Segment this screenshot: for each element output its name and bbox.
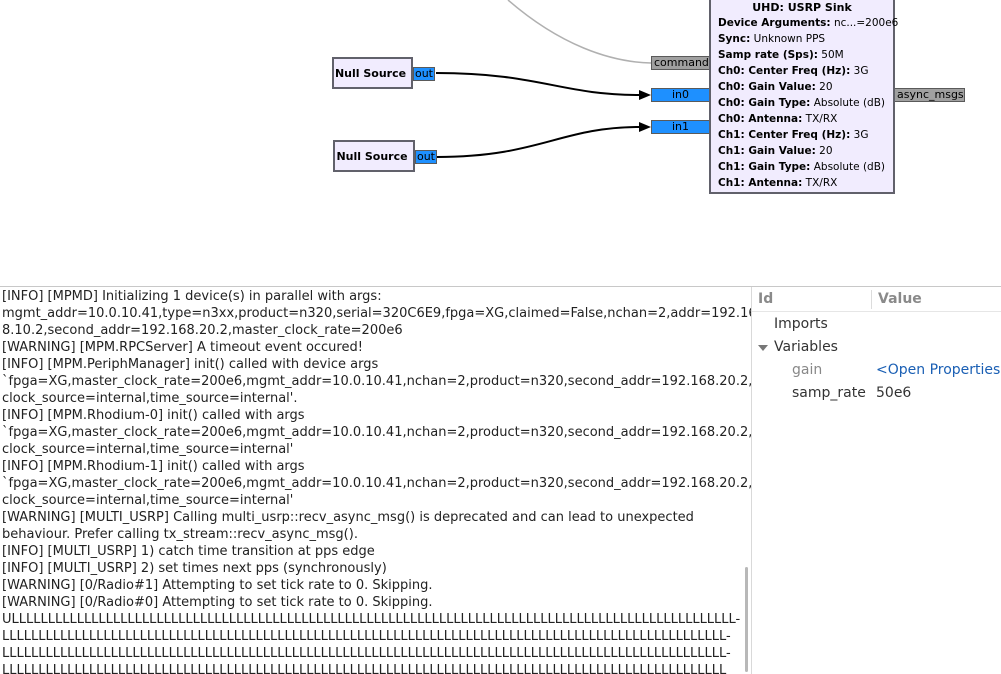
- console-line: [WARNING] [MULTI_USRP] Calling multi_usr…: [2, 510, 694, 525]
- param-ch1-gain-value: Ch1: Gain Value: 20: [718, 145, 833, 157]
- connection-wire-command[interactable]: [507, 0, 652, 64]
- tree-row-imports[interactable]: Imports: [752, 314, 1001, 337]
- console-line: `fpga=XG,master_clock_rate=200e6,mgmt_ad…: [2, 425, 751, 440]
- console-line: ULLLLLLLLLLLLLLLLLLLLLLLLLLLLLLLLLLLLLLL…: [2, 612, 741, 627]
- console-line: clock_source=internal,time_source=intern…: [2, 442, 294, 457]
- column-header-id[interactable]: Id: [758, 291, 774, 307]
- param-device-args: Device Arguments: nc...=200e6: [718, 17, 899, 29]
- null-source-block-1[interactable]: Null Source: [332, 57, 413, 89]
- param-ch0-gain-value: Ch0: Gain Value: 20: [718, 81, 833, 93]
- variable-value: 50e6: [876, 385, 912, 401]
- tree-row-variables[interactable]: Variables: [752, 337, 1001, 360]
- column-separator: [871, 290, 872, 309]
- console-line: [INFO] [MPMD] Initializing 1 device(s) i…: [2, 289, 382, 304]
- null-source-1-title: Null Source: [334, 66, 407, 80]
- arrow-in0-icon: [639, 90, 651, 100]
- console-line: mgmt_addr=10.0.10.41,type=n3xx,product=n…: [2, 306, 751, 321]
- variables-label: Variables: [774, 339, 838, 355]
- console-scrollbar[interactable]: [745, 567, 748, 672]
- console-log: [INFO] [MPMD] Initializing 1 device(s) i…: [0, 287, 751, 674]
- connection-wire-in1[interactable]: [436, 126, 641, 158]
- console-line: [WARNING] [0/Radio#0] Attempting to set …: [2, 595, 433, 610]
- param-ch1-gain-type: Ch1: Gain Type: Absolute (dB): [718, 161, 886, 173]
- console-line: [INFO] [MULTI_USRP] 1) catch time transi…: [2, 544, 375, 559]
- console-line: clock_source=internal,time_source=intern…: [2, 391, 298, 406]
- variable-row-samp-rate[interactable]: samp_rate 50e6: [752, 383, 1001, 406]
- connection-wire-in0[interactable]: [435, 72, 641, 96]
- console-line: `fpga=XG,master_clock_rate=200e6,mgmt_ad…: [2, 374, 751, 389]
- panel-separator[interactable]: [751, 287, 752, 674]
- variables-panel[interactable]: Id Value Imports Variables gain <Open Pr…: [752, 287, 1001, 674]
- null-source-2-out-port[interactable]: out: [415, 150, 437, 164]
- console-line: LLLLLLLLLLLLLLLLLLLLLLLLLLLLLLLLLLLLLLLL…: [2, 646, 731, 661]
- connection-wires: [435, 0, 652, 158]
- console-line: [INFO] [MPM.Rhodium-0] init() called wit…: [2, 408, 305, 423]
- console-line: 8.10.2,second_addr=192.168.20.2,master_c…: [2, 323, 403, 338]
- in0-port[interactable]: in0: [651, 88, 710, 102]
- param-ch0-antenna: Ch0: Antenna: TX/RX: [718, 113, 838, 125]
- console-line: `fpga=XG,master_clock_rate=200e6,mgmt_ad…: [2, 476, 751, 491]
- arrow-in1-icon: [639, 122, 651, 132]
- console-line: [INFO] [MULTI_USRP] 2) set times next pp…: [2, 561, 387, 576]
- null-source-1-out-port[interactable]: out: [413, 67, 435, 81]
- console-line: behaviour. Prefer calling tx_stream::rec…: [2, 527, 358, 542]
- column-header-value[interactable]: Value: [878, 291, 922, 307]
- async-msgs-port[interactable]: async_msgs: [894, 88, 965, 102]
- param-samp-rate: Samp rate (Sps): 50M: [718, 49, 844, 61]
- expander-down-icon[interactable]: [758, 345, 768, 351]
- command-port[interactable]: command: [651, 56, 710, 70]
- null-source-block-2[interactable]: Null Source: [333, 140, 415, 172]
- param-sync: Sync: Unknown PPS: [718, 33, 826, 45]
- console-line: LLLLLLLLLLLLLLLLLLLLLLLLLLLLLLLLLLLLLLLL…: [2, 629, 731, 644]
- param-ch0-gain-type: Ch0: Gain Type: Absolute (dB): [718, 97, 886, 109]
- console-line: [WARNING] [MPM.RPCServer] A timeout even…: [2, 340, 363, 355]
- console-line: [INFO] [MPM.PeriphManager] init() called…: [2, 357, 379, 372]
- console-line: [WARNING] [0/Radio#1] Attempting to set …: [2, 578, 433, 593]
- variable-id: samp_rate: [792, 385, 866, 401]
- flowgraph-canvas[interactable]: Null Source out Null Source out command …: [0, 0, 1001, 287]
- usrp-sink-title: UHD: USRP Sink: [752, 1, 852, 14]
- console-line: clock_source=internal,time_source=intern…: [2, 493, 294, 508]
- param-ch0-center-freq: Ch0: Center Freq (Hz): 3G: [718, 65, 869, 77]
- variable-id: gain: [792, 362, 823, 378]
- variable-value[interactable]: <Open Properties>: [876, 362, 1001, 378]
- null-source-2-title: Null Source: [336, 149, 408, 163]
- imports-label: Imports: [774, 316, 828, 332]
- console-panel[interactable]: [INFO] [MPMD] Initializing 1 device(s) i…: [0, 287, 751, 674]
- in1-port[interactable]: in1: [651, 120, 710, 134]
- variables-header: Id Value: [752, 287, 1001, 312]
- console-line: LLLLLLLLLLLLLLLLLLLLLLLLLLLLLLLLLLLLLLLL…: [2, 663, 727, 674]
- variable-row-gain[interactable]: gain <Open Properties>: [752, 360, 1001, 383]
- console-line: [INFO] [MPM.Rhodium-1] init() called wit…: [2, 459, 305, 474]
- param-ch1-center-freq: Ch1: Center Freq (Hz): 3G: [718, 129, 869, 141]
- pane-divider[interactable]: [0, 286, 1001, 287]
- usrp-sink-block[interactable]: UHD: USRP Sink Device Arguments: nc...=2…: [709, 0, 899, 194]
- param-ch1-antenna: Ch1: Antenna: TX/RX: [718, 177, 838, 189]
